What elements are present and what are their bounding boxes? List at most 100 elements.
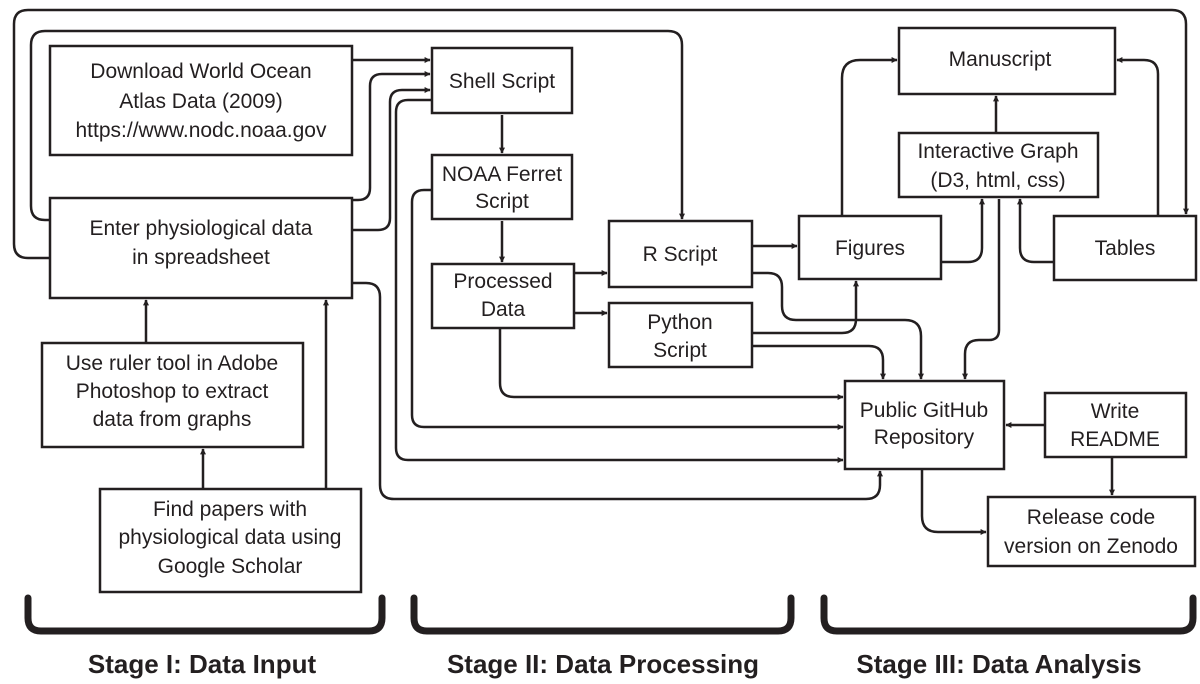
box-figures-line-1: Figures	[835, 237, 905, 260]
box-readme-line-2: README	[1070, 428, 1160, 451]
box-python-line-1: Python	[647, 311, 712, 334]
arrow-rscript-to-github	[752, 271, 924, 380]
svg-text:Download World Ocean: Download World Ocean	[90, 60, 311, 83]
box-github-line-2: Repository	[874, 426, 975, 449]
box-enter: Enter physiological data in spreadsheet	[48, 196, 354, 300]
box-find-line-1: Find papers with	[153, 498, 307, 521]
svg-text:data from graphs: data from graphs	[93, 408, 252, 431]
svg-text:Enter physiological data: Enter physiological data	[90, 217, 313, 240]
svg-text:Google Scholar: Google Scholar	[158, 555, 303, 578]
connectors	[12, 8, 1189, 535]
box-tables: Tables	[1052, 214, 1198, 282]
arrow-enter-to-rscript	[29, 29, 685, 222]
arrow-enter-to-shell-b	[352, 87, 431, 232]
arrow-interactive-to-github	[962, 199, 1001, 380]
svg-text:version on Zenodo: version on Zenodo	[1004, 535, 1178, 558]
arrow-tables-to-interactive	[1017, 198, 1054, 264]
box-ruler: Use ruler tool in Adobe Photoshop to ext…	[40, 341, 305, 449]
arrow-python-to-figures	[752, 280, 859, 335]
box-noaa-ferret-script: NOAA Ferret Script	[430, 153, 574, 221]
svg-text:https://www.nodc.noaa.gov: https://www.nodc.noaa.gov	[76, 119, 327, 142]
box-interactive-graph: Interactive Graph (D3, html, css)	[897, 131, 1100, 199]
svg-text:Release code: Release code	[1027, 506, 1155, 529]
box-manuscript: Manuscript	[897, 26, 1117, 96]
stage-2-bracket	[410, 594, 795, 635]
stage-2-label: Stage II: Data Processing	[447, 649, 759, 679]
box-zenodo-line-2: version on Zenodo	[1004, 535, 1178, 558]
svg-text:Figures: Figures	[835, 237, 905, 260]
stage-1-label: Stage I: Data Input	[88, 649, 317, 679]
arrow-enter-to-github	[352, 281, 883, 501]
box-figures: Figures	[797, 214, 943, 281]
svg-text:Stage II: Data Processing: Stage II: Data Processing	[447, 649, 759, 679]
box-write-readme: Write README	[1043, 391, 1188, 459]
box-ruler-line-1: Use ruler tool in Adobe	[66, 352, 278, 375]
box-ferret-line-1: NOAA Ferret	[442, 163, 562, 186]
svg-text:Photoshop to extract: Photoshop to extract	[76, 380, 269, 403]
box-shell-line-1: Shell Script	[449, 70, 555, 93]
box-rscript-line-1: R Script	[643, 243, 718, 266]
arrow-processed-to-github	[498, 328, 844, 400]
box-manuscript-line-1: Manuscript	[949, 48, 1052, 71]
box-r-script: R Script	[607, 219, 754, 289]
box-zenodo-line-1: Release code	[1027, 506, 1155, 529]
arrow-python-to-github	[752, 344, 886, 380]
svg-text:(D3, html, css): (D3, html, css)	[930, 169, 1065, 192]
box-interactive-line-1: Interactive Graph	[917, 140, 1078, 163]
svg-text:Python: Python	[647, 311, 712, 334]
arrow-github-to-zenodo	[920, 469, 987, 535]
box-find-line-2: physiological data using	[119, 526, 342, 549]
box-interactive-line-2: (D3, html, css)	[930, 169, 1065, 192]
box-python-script: Python Script	[607, 301, 754, 369]
svg-text:README: README	[1070, 428, 1160, 451]
svg-text:R Script: R Script	[643, 243, 718, 266]
box-processed-data: Processed Data	[430, 262, 576, 330]
svg-text:in spreadsheet: in spreadsheet	[132, 246, 270, 269]
box-python-line-2: Script	[653, 339, 707, 362]
box-github-line-1: Public GitHub	[860, 399, 988, 422]
svg-text:Interactive Graph: Interactive Graph	[917, 140, 1078, 163]
box-download-line-2: Atlas Data (2009)	[119, 90, 282, 113]
arrow-enter-to-tables	[12, 8, 1189, 260]
stage-3-bracket	[820, 594, 1197, 635]
box-enter-line-2: in spreadsheet	[132, 246, 270, 269]
arrow-figures-to-manuscript	[840, 57, 898, 216]
box-ferret-line-2: Script	[475, 190, 529, 213]
box-shell-script: Shell Script	[430, 46, 574, 115]
svg-text:Atlas Data (2009): Atlas Data (2009)	[119, 90, 282, 113]
svg-text:NOAA Ferret: NOAA Ferret	[442, 163, 562, 186]
svg-text:Stage I: Data Input: Stage I: Data Input	[88, 649, 317, 679]
svg-text:Find papers with: Find papers with	[153, 498, 307, 521]
svg-text:Public GitHub: Public GitHub	[860, 399, 988, 422]
svg-text:physiological data using: physiological data using	[119, 526, 342, 549]
box-processed-line-1: Processed	[453, 270, 552, 293]
box-enter-line-1: Enter physiological data	[90, 217, 313, 240]
svg-text:Data: Data	[481, 298, 526, 321]
box-ruler-line-3: data from graphs	[93, 408, 252, 431]
arrow-enter-to-shell-a	[352, 71, 431, 202]
box-download-line-3: https://www.nodc.noaa.gov	[76, 119, 327, 142]
arrow-shell-to-github	[394, 98, 844, 463]
arrow-figures-to-interactive	[941, 198, 985, 264]
svg-text:Write: Write	[1091, 400, 1140, 423]
box-zenodo: Release code version on Zenodo	[986, 495, 1197, 568]
svg-text:Manuscript: Manuscript	[949, 48, 1052, 71]
arrow-tables-to-manuscript	[1116, 57, 1160, 216]
stage-1-bracket	[24, 594, 386, 635]
box-download-line-1: Download World Ocean	[90, 60, 311, 83]
svg-text:Script: Script	[653, 339, 707, 362]
arrow-ferret-to-github	[410, 188, 844, 430]
box-find: Find papers with physiological data usin…	[98, 487, 363, 594]
svg-text:Repository: Repository	[874, 426, 975, 449]
box-readme-line-1: Write	[1091, 400, 1140, 423]
svg-text:Script: Script	[475, 190, 529, 213]
svg-text:Use ruler tool in Adobe: Use ruler tool in Adobe	[66, 352, 278, 375]
box-download: Download World Ocean Atlas Data (2009) h…	[48, 44, 354, 157]
stage-3-label: Stage III: Data Analysis	[856, 649, 1141, 679]
box-tables-line-1: Tables	[1095, 237, 1156, 260]
box-github-repository: Public GitHub Repository	[843, 379, 1006, 471]
svg-text:Stage III: Data Analysis: Stage III: Data Analysis	[856, 649, 1141, 679]
box-find-line-3: Google Scholar	[158, 555, 303, 578]
svg-text:Tables: Tables	[1095, 237, 1156, 260]
